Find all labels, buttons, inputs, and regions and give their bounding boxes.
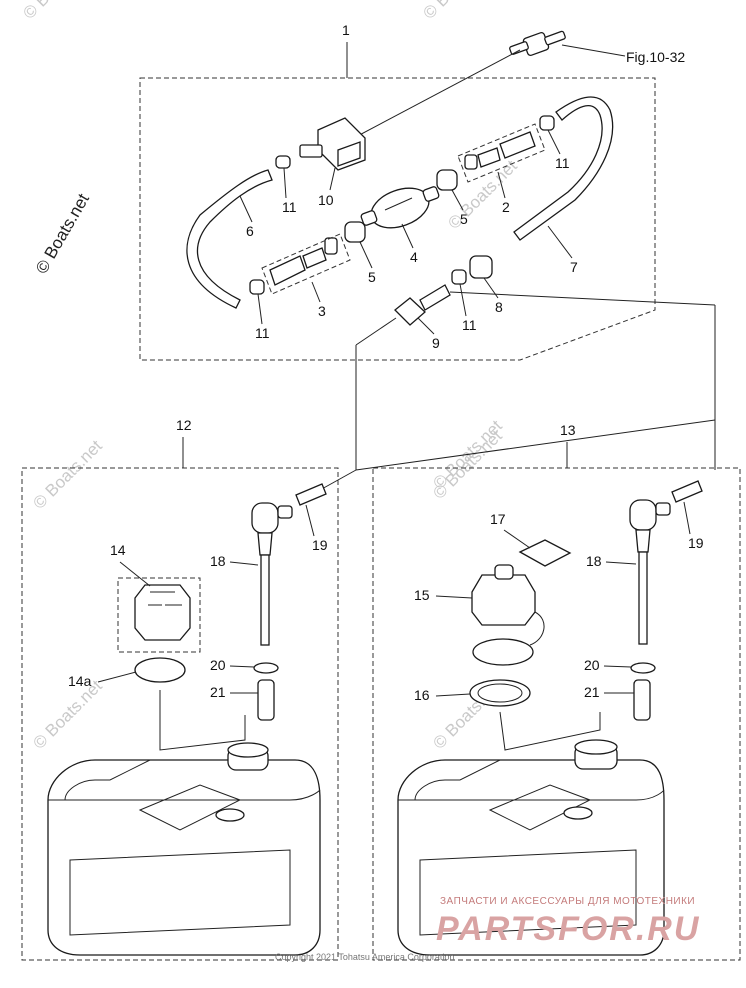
label-11c: 11 <box>255 325 270 341</box>
label-6: 6 <box>246 223 254 239</box>
filter-21-left <box>257 679 275 721</box>
watermark-main: © Boats.net <box>32 190 93 277</box>
fuel-line-assembly-box <box>139 77 656 361</box>
label-14a: 14a <box>68 673 92 689</box>
pickup-tube-left <box>257 532 273 646</box>
rings-5 <box>344 169 458 243</box>
label-11b: 11 <box>555 155 570 171</box>
watermark-faint: © Boats.net <box>19 0 96 23</box>
faint-watermarks: © Boats.net © Boats.net © Boats.net © Bo… <box>19 0 521 753</box>
hose-clips <box>249 115 555 295</box>
label-12: 12 <box>176 417 192 433</box>
hose-7 <box>513 96 614 241</box>
label-19a: 19 <box>312 537 328 553</box>
ring-8 <box>469 255 493 279</box>
tank-cap-15 <box>471 564 545 646</box>
cap-box-left <box>117 577 201 653</box>
elbow-fitting-right <box>629 480 703 531</box>
label-10: 10 <box>318 192 334 208</box>
label-20a: 20 <box>210 657 226 673</box>
copyright: Copyright 2021 Tohatsu America Corporati… <box>275 952 454 962</box>
tank-cap-14 <box>134 584 191 641</box>
fitting-9 <box>394 284 451 326</box>
label-9: 9 <box>432 335 440 351</box>
oring-20-left <box>253 662 279 674</box>
gasket-14a <box>134 657 186 683</box>
primer-connector <box>299 117 366 171</box>
watermark-faint: © Boats.net <box>419 0 496 23</box>
promo-tagline: ЗАПЧАСТИ И АКСЕССУАРЫ ДЛЯ МОТОТЕХНИКИ <box>440 896 695 907</box>
pickup-tube-right <box>635 529 651 645</box>
label-15: 15 <box>414 587 430 603</box>
label-16: 16 <box>414 687 430 703</box>
label-20b: 20 <box>584 657 600 673</box>
tank-assembly-box-left <box>21 467 339 961</box>
oring-20-right <box>630 662 656 674</box>
watermark-faint: © Boats.net <box>444 156 521 233</box>
label-5b: 5 <box>460 211 468 227</box>
filter-21-right <box>633 679 651 721</box>
label-5a: 5 <box>368 269 376 285</box>
elbow-fitting-left <box>251 483 327 534</box>
label-18a: 18 <box>210 553 226 569</box>
label-19b: 19 <box>688 535 704 551</box>
label-13: 13 <box>560 422 576 438</box>
connector-assembly-3 <box>261 233 351 295</box>
connector-fig-10-32 <box>509 30 566 57</box>
fuel-tank-right <box>397 739 665 956</box>
primer-bulb-4 <box>360 186 440 229</box>
label-4: 4 <box>410 249 418 265</box>
label-14: 14 <box>110 542 126 558</box>
gasket-15 <box>472 638 534 666</box>
label-11a: 11 <box>282 199 297 215</box>
label-21a: 21 <box>210 684 226 700</box>
label-1: 1 <box>342 22 350 38</box>
fuel-tank-left <box>47 742 321 956</box>
hose-6 <box>186 169 273 309</box>
tank-assembly-box-right <box>372 467 741 961</box>
connector-assembly-2 <box>457 123 546 183</box>
label-3: 3 <box>318 303 326 319</box>
label-fig-ref: Fig.10-32 <box>626 49 685 65</box>
label-7: 7 <box>570 259 578 275</box>
label-sticker-17 <box>518 539 572 567</box>
label-2: 2 <box>502 199 510 215</box>
label-18b: 18 <box>586 553 602 569</box>
label-11d: 11 <box>462 317 477 333</box>
promo-brand: PARTSFOR.RU <box>436 910 700 948</box>
label-8: 8 <box>495 299 503 315</box>
label-21b: 21 <box>584 684 600 700</box>
watermark-faint: © Boats.net <box>29 436 106 513</box>
label-17: 17 <box>490 511 506 527</box>
